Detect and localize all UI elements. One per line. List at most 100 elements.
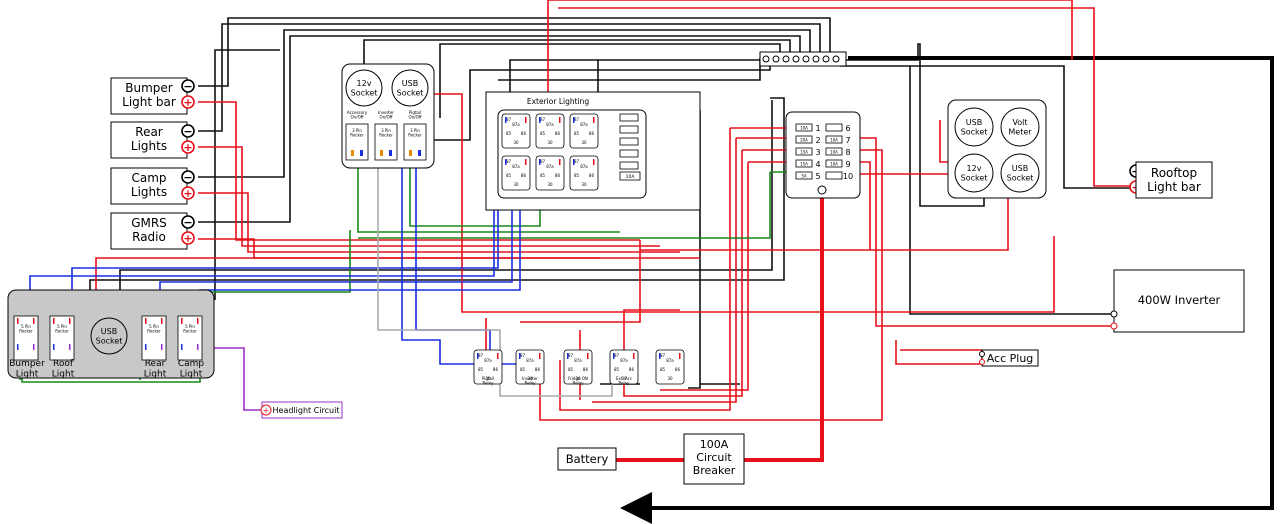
svg-text:7: 7 xyxy=(845,136,850,145)
bus-terminal xyxy=(772,55,780,63)
bus-terminal xyxy=(792,55,800,63)
svg-text:10A: 10A xyxy=(800,126,808,131)
svg-text:87a: 87a xyxy=(526,358,534,363)
gmrs-pos-terminal: + xyxy=(181,231,195,245)
svg-text:87: 87 xyxy=(506,159,512,164)
svg-text:86: 86 xyxy=(521,173,527,178)
headlight-pos-symbol: + xyxy=(263,406,270,415)
svg-text:+: + xyxy=(183,232,192,245)
bus-terminal xyxy=(802,55,810,63)
svg-text:−: − xyxy=(183,171,192,184)
svg-text:87a: 87a xyxy=(546,122,554,127)
svg-text:30: 30 xyxy=(667,376,673,381)
svg-text:−: − xyxy=(183,216,192,229)
svg-text:30: 30 xyxy=(513,140,519,145)
svg-text:85: 85 xyxy=(540,173,546,178)
headlight-circuit: + Headlight Circuit xyxy=(260,401,343,419)
svg-text:30: 30 xyxy=(581,140,587,145)
svg-text:86: 86 xyxy=(629,367,635,372)
svg-text:87a: 87a xyxy=(620,358,628,363)
svg-text:85: 85 xyxy=(506,131,512,136)
svg-text:87a: 87a xyxy=(574,358,582,363)
camp-neg-terminal: − xyxy=(181,170,195,184)
svg-text:−: − xyxy=(183,125,192,138)
svg-text:87a: 87a xyxy=(580,164,588,169)
svg-text:87: 87 xyxy=(506,117,512,122)
svg-text:2: 2 xyxy=(815,136,820,145)
svg-text:87a: 87a xyxy=(666,358,674,363)
svg-text:30: 30 xyxy=(513,182,519,187)
svg-text:87: 87 xyxy=(478,353,484,358)
svg-text:87: 87 xyxy=(540,117,546,122)
svg-text:4: 4 xyxy=(815,160,820,169)
svg-text:30: 30 xyxy=(581,182,587,187)
device-inverter: 400W Inverter xyxy=(1110,269,1245,333)
ground-bus-bar xyxy=(759,51,847,67)
svg-text:10A: 10A xyxy=(830,138,838,143)
svg-text:87a: 87a xyxy=(580,122,588,127)
camp-pos-terminal: + xyxy=(181,186,195,200)
main-ground-return xyxy=(620,56,1274,524)
svg-text:3: 3 xyxy=(815,148,820,157)
exterior-fuse xyxy=(619,161,639,170)
battery-label: Battery xyxy=(566,452,609,466)
svg-text:87: 87 xyxy=(540,159,546,164)
usb-socket-top-icon xyxy=(954,107,994,147)
svg-text:86: 86 xyxy=(535,367,541,372)
svg-text:30: 30 xyxy=(485,376,491,381)
svg-text:10: 10 xyxy=(843,172,853,181)
bus-terminal xyxy=(782,55,790,63)
svg-text:86: 86 xyxy=(555,173,561,178)
exterior-fuse xyxy=(619,125,639,134)
exterior-main-fuse: 10A xyxy=(619,171,641,181)
svg-text:86: 86 xyxy=(555,131,561,136)
exterior-fuse xyxy=(619,113,639,122)
svg-text:+: + xyxy=(183,96,192,109)
bus-terminal xyxy=(832,55,840,63)
svg-text:8: 8 xyxy=(845,148,850,157)
socket-usb-icon xyxy=(391,69,429,107)
svg-text:30: 30 xyxy=(547,182,553,187)
svg-text:86: 86 xyxy=(675,367,681,372)
svg-text:10A: 10A xyxy=(830,150,838,155)
acc-plug-label: Acc Plug xyxy=(987,352,1034,365)
svg-text:87: 87 xyxy=(520,353,526,358)
bumper-pos-terminal: + xyxy=(181,95,195,109)
svg-text:87: 87 xyxy=(614,353,620,358)
device-acc-plug: Acc Plug xyxy=(979,349,1039,367)
